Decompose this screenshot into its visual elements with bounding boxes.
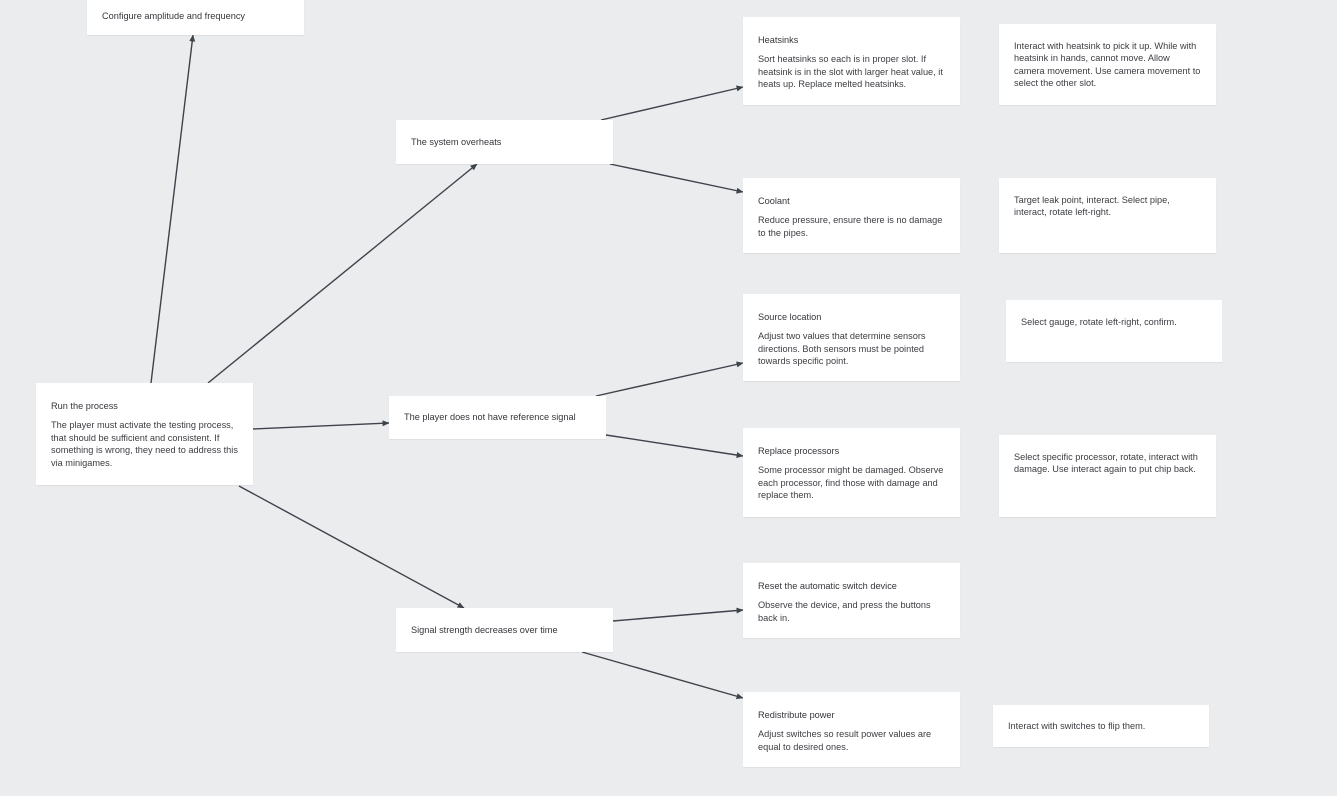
node-body: Sort heatsinks so each is in proper slot… [758,54,943,90]
node-title: Reset the automatic switch device [758,581,897,591]
node-signal-strength-decreases[interactable]: Signal strength decreases over time [396,608,613,652]
note-source-controls[interactable]: Select gauge, rotate left-right, confirm… [1006,300,1222,362]
connector-reference-to-processors [605,434,744,458]
node-coolant[interactable]: Coolant Reduce pressure, ensure there is… [743,178,960,253]
node-title: Coolant [758,196,790,206]
node-body: Some processor might be damaged. Observe… [758,465,944,501]
connector-run-to-reference [252,420,390,430]
node-source-location[interactable]: Source location Adjust two values that d… [743,294,960,381]
node-title: The player does not have reference signa… [404,412,576,423]
node-body: The player must activate the testing pro… [51,420,238,468]
node-configure-amplitude[interactable]: Configure amplitude and frequency [87,0,304,35]
connector-overheats-to-heatsinks [600,85,744,121]
connector-signal-to-reset [612,607,744,622]
note-body: Select specific processor, rotate, inter… [1014,452,1198,475]
node-body: Observe the device, and press the button… [758,600,931,623]
note-heatsinks-controls[interactable]: Interact with heatsink to pick it up. Wh… [999,24,1216,105]
node-title: Redistribute power [758,710,835,720]
note-body: Interact with heatsink to pick it up. Wh… [1014,41,1201,89]
node-system-overheats[interactable]: The system overheats [396,120,613,164]
node-body: Adjust switches so result power values a… [758,729,932,752]
node-no-reference-signal[interactable]: The player does not have reference signa… [389,396,606,439]
node-redistribute-power[interactable]: Redistribute power Adjust switches so re… [743,692,960,767]
note-body: Select gauge, rotate left-right, confirm… [1021,317,1177,327]
node-title: Heatsinks [758,35,799,45]
node-reset-switch-device[interactable]: Reset the automatic switch device Observ… [743,563,960,638]
note-body: Interact with switches to flip them. [1008,720,1146,731]
connector-overheats-to-coolant [609,163,744,194]
connector-run-to-overheats [207,163,478,384]
node-body: Reduce pressure, ensure there is no dama… [758,215,943,238]
connector-reference-to-source [595,361,744,397]
connector-run-to-configure [150,34,196,384]
note-coolant-controls[interactable]: Target leak point, interact. Select pipe… [999,178,1216,253]
node-title: The system overheats [411,136,502,147]
node-replace-processors[interactable]: Replace processors Some processor might … [743,428,960,517]
connector-run-to-signal [238,485,465,609]
node-run-the-process[interactable]: Run the process The player must activate… [36,383,253,485]
node-heatsinks[interactable]: Heatsinks Sort heatsinks so each is in p… [743,17,960,105]
note-redistribute-controls[interactable]: Interact with switches to flip them. [993,705,1209,747]
node-title: Run the process [51,401,118,411]
node-title: Configure amplitude and frequency [102,11,246,22]
node-title: Replace processors [758,446,840,456]
note-body: Target leak point, interact. Select pipe… [1014,195,1170,218]
note-processors-controls[interactable]: Select specific processor, rotate, inter… [999,435,1216,517]
node-title: Source location [758,312,822,322]
node-title: Signal strength decreases over time [411,624,558,635]
connector-signal-to-redistribute [581,651,744,700]
node-body: Adjust two values that determine sensors… [758,331,926,367]
